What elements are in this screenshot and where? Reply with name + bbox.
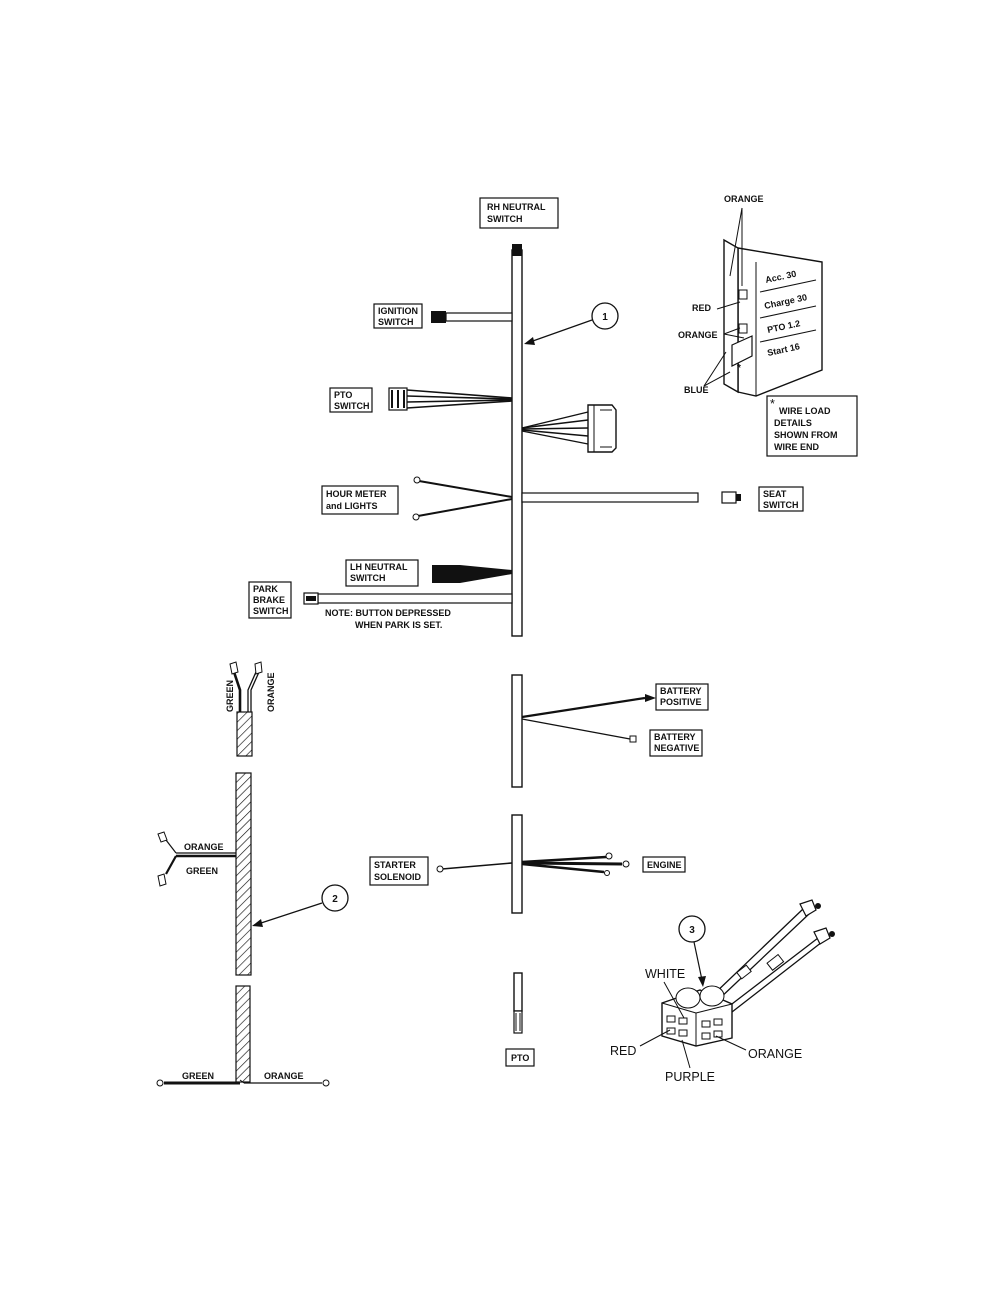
seat-switch-label-box xyxy=(758,486,804,512)
seat-branch xyxy=(521,492,699,503)
park-brake-branch xyxy=(317,593,513,604)
battery-negative-label: BATTERY xyxy=(654,732,696,742)
rh-neutral-switch-label-box xyxy=(479,197,559,229)
park-brake-switch-label-3: SWITCH xyxy=(253,606,289,616)
callout-3 xyxy=(678,915,706,943)
wire-load-note-line-3: SHOWN FROM xyxy=(774,430,838,440)
park-brake-switch-label-2: BRAKE xyxy=(253,595,285,605)
engine-label: ENGINE xyxy=(647,860,682,870)
lead-green-top-label: GREEN xyxy=(225,680,235,712)
callout-1-number: 1 xyxy=(602,312,608,323)
lh-neutral-switch-label-box xyxy=(345,559,419,587)
callout-2-number: 2 xyxy=(332,894,338,905)
seat-switch-label-2: SWITCH xyxy=(763,500,799,510)
seat-plug xyxy=(721,491,737,504)
seat-switch-label: SEAT xyxy=(763,489,787,499)
harness-trunk xyxy=(511,249,523,637)
rh-neutral-switch-label-2: SWITCH xyxy=(487,214,523,224)
battery-positive-label-box xyxy=(655,683,709,711)
rh-neutral-plug xyxy=(512,244,522,256)
switch-detail-blue: BLUE xyxy=(684,385,709,395)
lead-green-bottom-label: GREEN xyxy=(182,1071,214,1081)
starter-solenoid-label-2: SOLENOID xyxy=(374,872,422,882)
lh-neutral-switch-label-2: SWITCH xyxy=(350,573,386,583)
park-note-line-2: WHEN PARK IS SET. xyxy=(355,620,442,630)
rh-neutral-switch-label: RH NEUTRAL xyxy=(487,202,546,212)
starter-harness xyxy=(436,814,630,914)
connector-white-label: WHITE xyxy=(645,967,685,981)
battery-positive-label-2: POSITIVE xyxy=(660,697,702,707)
park-brake-switch-label-box xyxy=(248,581,292,619)
connector-detail xyxy=(639,899,835,1069)
pto-switch-label-2: SWITCH xyxy=(334,401,370,411)
pto-lead-sleeve xyxy=(513,972,523,1012)
starter-harness-trunk xyxy=(511,814,523,914)
connector-red-label: RED xyxy=(610,1044,636,1058)
callout-2 xyxy=(321,884,349,912)
hour-meter-label-2: and LIGHTS xyxy=(326,501,378,511)
ignition-switch-label: IGNITION xyxy=(378,306,418,316)
wire-load-note-line-4: WIRE END xyxy=(774,442,820,452)
lead-orange-bottom-label: ORANGE xyxy=(264,1071,304,1081)
ignition-switch-detail: * Acc. 30 Charge 30 PTO 1.2 Start 16 xyxy=(703,207,823,397)
park-note-line-1: NOTE: BUTTON DEPRESSED xyxy=(325,608,451,618)
battery-negative-label-box xyxy=(649,729,703,757)
wire-load-note-line-2: DETAILS xyxy=(774,418,812,428)
lead-orange-mid-label: ORANGE xyxy=(184,842,224,852)
wire-load-note-box xyxy=(766,395,858,457)
right-connector-branch xyxy=(521,404,617,453)
pto-switch-label-box xyxy=(329,387,373,413)
pto-switch-branch xyxy=(388,387,513,411)
engine-label-box xyxy=(642,856,686,873)
park-brake-switch-label: PARK xyxy=(253,584,278,594)
connector-orange-label: ORANGE xyxy=(748,1047,802,1061)
callout-2-arrow xyxy=(257,902,323,925)
connector-purple-label: PURPLE xyxy=(665,1070,715,1084)
lh-neutral-plug xyxy=(432,565,512,583)
hour-meter-branch xyxy=(412,476,513,521)
ignition-switch-label-box xyxy=(373,303,423,329)
callout-3-arrow xyxy=(693,941,703,981)
pto-label-box xyxy=(505,1048,535,1067)
battery-negative-label-2: NEGATIVE xyxy=(654,743,699,753)
callout-1-arrow xyxy=(529,319,593,343)
switch-detail-orange-mid: ORANGE xyxy=(678,330,718,340)
lead-wire-harness: GREEN ORANGE ORANGE GREEN GREEN ORANGE xyxy=(156,661,330,1087)
battery-harness-trunk xyxy=(511,674,523,788)
callout-1 xyxy=(591,302,619,330)
pto-lead xyxy=(513,972,523,1034)
switch-detail-star: * xyxy=(737,363,741,374)
hour-meter-label-box xyxy=(321,485,399,515)
lead-green-mid-label: GREEN xyxy=(186,866,218,876)
switch-detail-orange-top: ORANGE xyxy=(724,194,764,204)
battery-positive-label: BATTERY xyxy=(660,686,702,696)
ignition-plug xyxy=(431,311,446,323)
ignition-branch xyxy=(445,312,513,322)
lh-neutral-switch-label: LH NEUTRAL xyxy=(350,562,408,572)
battery-harness xyxy=(511,674,656,788)
callout-3-number: 3 xyxy=(689,925,695,936)
switch-detail-red: RED xyxy=(692,303,712,313)
hour-meter-label: HOUR METER xyxy=(326,489,387,499)
wire-load-note-line-1: WIRE LOAD xyxy=(779,406,831,416)
lead-orange-top-label: ORANGE xyxy=(266,672,276,712)
main-harness: RH NEUTRAL SWITCH IGNITION SWITCH PTO SW… xyxy=(248,197,804,637)
ignition-switch-label-2: SWITCH xyxy=(378,317,414,327)
wire-load-note-star: * xyxy=(770,397,775,411)
pto-label: PTO xyxy=(511,1053,529,1063)
pto-switch-label: PTO xyxy=(334,390,352,400)
starter-solenoid-label: STARTER xyxy=(374,860,416,870)
starter-solenoid-label-box xyxy=(369,856,429,886)
